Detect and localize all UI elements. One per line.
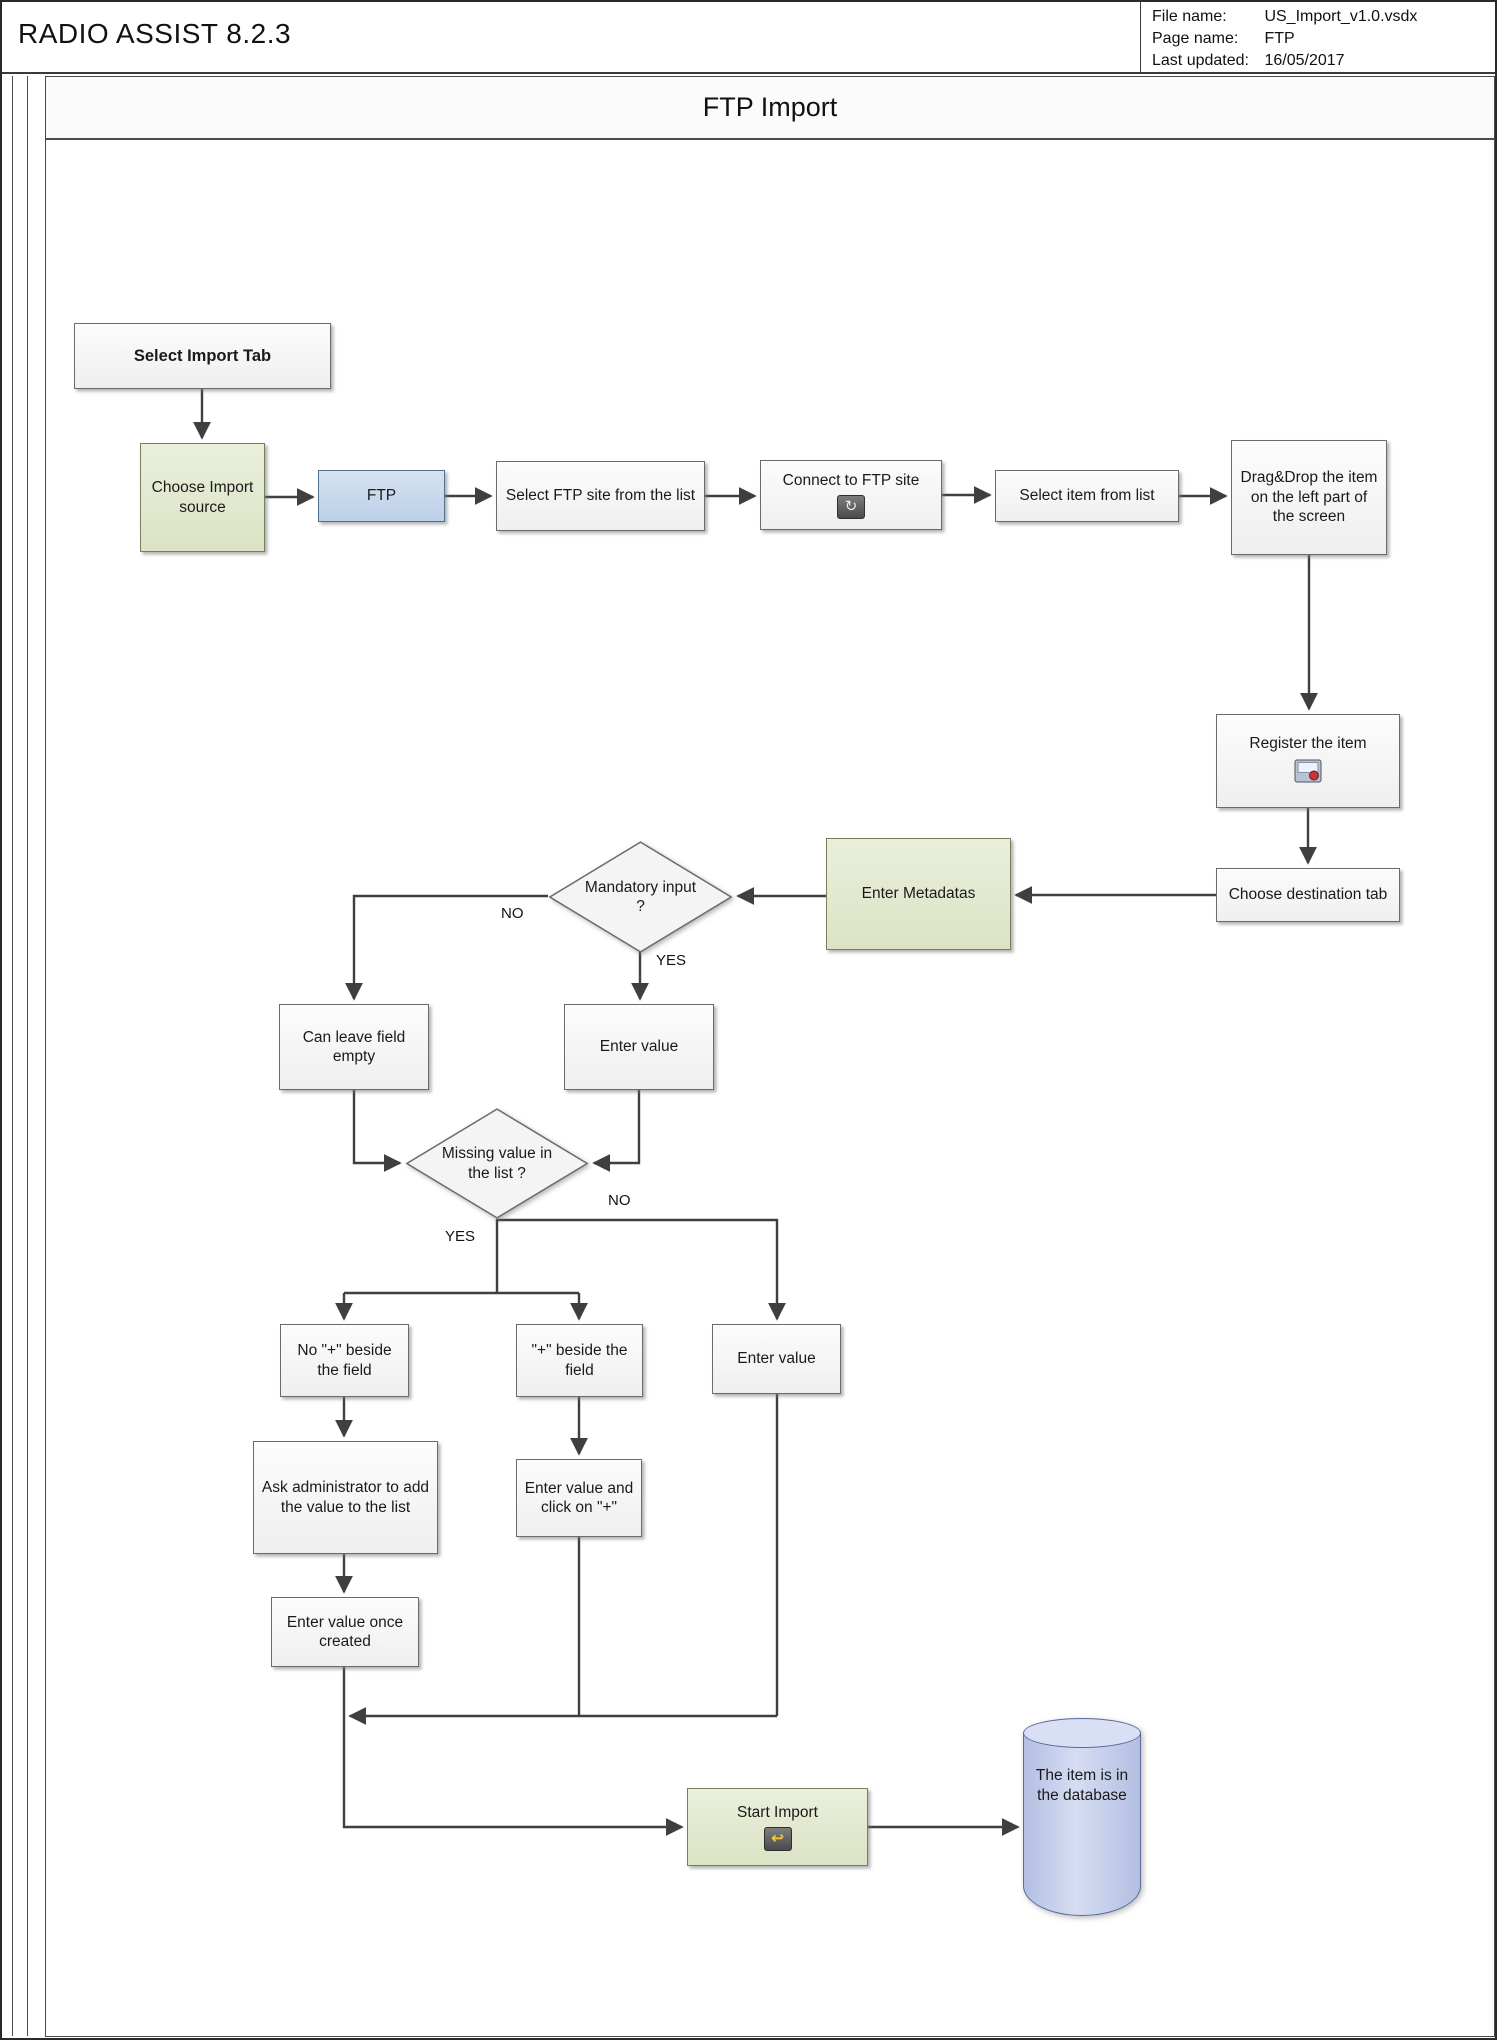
node-select-ftp-site: Select FTP site from the list	[496, 461, 705, 531]
page-name-row: Page name: FTP	[1152, 28, 1417, 50]
node-item-in-database: The item is in the database	[1023, 1718, 1141, 1916]
node-label: Missing value in the list ?	[441, 1145, 553, 1182]
node-label: Choose destination tab	[1228, 886, 1388, 904]
file-info-block: File name: US_Import_v1.0.vsdx Page name…	[1152, 6, 1417, 72]
node-label: Select FTP site from the list	[505, 487, 696, 505]
node-connect-ftp-site: Connect to FTP site ↻	[760, 460, 942, 530]
node-start-import: Start Import ↩	[687, 1788, 868, 1866]
node-label: Enter Metadatas	[861, 885, 976, 903]
node-label: Can leave field empty	[302, 1028, 406, 1065]
node-label: Enter value	[599, 1038, 679, 1056]
node-label: Ask administrator to add the value to th…	[261, 1479, 430, 1516]
node-enter-metadatas: Enter Metadatas	[826, 838, 1011, 950]
node-plus-beside: "+" beside the field	[516, 1324, 643, 1397]
node-mandatory-input-decision: Mandatory input ?	[548, 841, 733, 953]
diagram-canvas	[45, 139, 1495, 2037]
node-no-plus-beside: No "+" beside the field	[280, 1324, 409, 1397]
node-enter-value-1: Enter value	[564, 1004, 714, 1090]
last-updated-row: Last updated: 16/05/2017	[1152, 50, 1417, 72]
last-updated-label: Last updated:	[1152, 52, 1249, 69]
cylinder-top	[1023, 1718, 1141, 1748]
node-select-item: Select item from list	[995, 470, 1179, 522]
left-margin-strip	[12, 76, 28, 2036]
node-label: Start Import	[737, 1803, 818, 1821]
node-label: Choose Import source	[151, 479, 254, 516]
node-label: Enter value and click on "+"	[524, 1479, 634, 1516]
app-title: RADIO ASSIST 8.2.3	[18, 18, 292, 49]
node-label: Register the item	[1249, 735, 1367, 753]
page-name-value: FTP	[1264, 30, 1295, 47]
node-enter-value-once-created: Enter value once created	[271, 1597, 419, 1667]
file-name-row: File name: US_Import_v1.0.vsdx	[1152, 6, 1417, 28]
last-updated-value: 16/05/2017	[1264, 52, 1345, 69]
node-drag-drop: Drag&Drop the item on the left part of t…	[1231, 440, 1387, 555]
connect-icon: ↻	[837, 495, 865, 520]
node-label: Drag&Drop the item on the left part of t…	[1240, 469, 1378, 526]
node-label: Enter value once created	[286, 1613, 404, 1650]
start-import-icon: ↩	[763, 1827, 792, 1852]
node-label: Enter value	[737, 1350, 816, 1368]
node-missing-value-decision: Missing value in the list ?	[405, 1108, 589, 1219]
node-label: "+" beside the field	[531, 1342, 628, 1379]
node-ask-admin: Ask administrator to add the value to th…	[253, 1441, 438, 1554]
node-label: Select Import Tab	[133, 346, 272, 365]
file-name-label: File name:	[1152, 8, 1227, 25]
page-header: RADIO ASSIST 8.2.3 File name: US_Import_…	[2, 2, 1495, 74]
node-label: FTP	[366, 487, 397, 505]
edge-label-mandatory-no: NO	[499, 905, 526, 922]
node-label: No "+" beside the field	[297, 1342, 392, 1379]
register-item-icon	[1294, 759, 1322, 788]
node-enter-value-click-plus: Enter value and click on "+"	[516, 1459, 642, 1537]
cylinder-body	[1023, 1733, 1141, 1916]
edge-label-missing-yes: YES	[443, 1228, 478, 1245]
edge-label-mandatory-yes: YES	[654, 952, 689, 969]
diamond-shape	[405, 1108, 589, 1219]
page-name-label: Page name:	[1152, 30, 1239, 47]
page-title: FTP Import	[45, 76, 1495, 139]
node-choose-import-source: Choose Import source	[140, 443, 265, 552]
edge-label-missing-no: NO	[606, 1192, 633, 1209]
header-divider	[1140, 2, 1141, 74]
node-label: Select item from list	[1019, 487, 1155, 505]
node-label: Connect to FTP site	[782, 471, 920, 489]
node-label: The item is in the database	[1035, 1767, 1129, 1805]
node-enter-value-2: Enter value	[712, 1324, 841, 1394]
diamond-shape	[548, 841, 733, 953]
node-register-item: Register the item	[1216, 714, 1400, 808]
file-name-value: US_Import_v1.0.vsdx	[1264, 8, 1418, 25]
node-choose-destination-tab: Choose destination tab	[1216, 868, 1400, 922]
node-label: Mandatory input ?	[584, 878, 697, 915]
node-can-leave-empty: Can leave field empty	[279, 1004, 429, 1090]
node-ftp: FTP	[318, 470, 445, 522]
node-select-import-tab: Select Import Tab	[74, 323, 331, 389]
